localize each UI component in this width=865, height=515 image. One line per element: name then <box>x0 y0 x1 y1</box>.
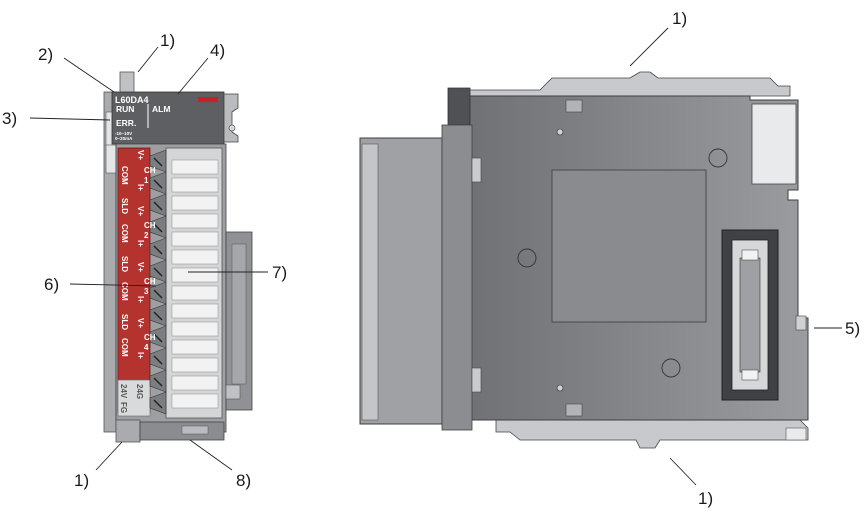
callout-1-top-right: 1) <box>672 9 687 28</box>
ch2-v-label: V+ <box>136 206 145 216</box>
callout-6: 6) <box>44 275 59 294</box>
ch3-number: 3 <box>144 287 149 296</box>
ch3-ch-label: CH <box>144 277 156 286</box>
side-inner-panel <box>551 169 707 323</box>
ch3-v-label: V+ <box>136 262 145 272</box>
ch3-com-label: COM <box>120 282 129 301</box>
side-top-window <box>751 103 797 185</box>
terminal-labels: V+ CH 1 I+ COM SLD V+ CH 2 I+ COM SLD V+… <box>119 150 156 413</box>
led-err-label: ERR. <box>116 118 136 128</box>
callout-1-bottom-right: 1) <box>698 489 713 508</box>
ch1-com-label: COM <box>120 166 129 185</box>
ch2-ch-label: CH <box>144 221 156 230</box>
callout-4: 4) <box>210 41 225 60</box>
front-left-clip <box>105 144 117 174</box>
ch4-i-label: I+ <box>136 352 145 359</box>
front-view: L60DA4 RUN ALM ERR. -10~10V 0~20mA <box>103 71 253 443</box>
callout-8: 8) <box>236 471 251 490</box>
terminal-cover <box>165 147 223 419</box>
range-line1: -10~10V <box>115 131 132 136</box>
side-top-rail <box>467 71 791 97</box>
side-view <box>359 71 809 449</box>
callout-1-bottom-left: 1) <box>74 471 89 490</box>
terminal-24g-label: 24G <box>135 384 144 399</box>
ch4-ch-label: CH <box>144 333 156 342</box>
ch4-number: 4 <box>144 343 149 352</box>
ch2-com-label: COM <box>120 224 129 243</box>
ch1-v-label: V+ <box>136 150 145 160</box>
ch3-i-label: I+ <box>136 296 145 303</box>
callout-2: 2) <box>38 45 53 64</box>
side-bottom-rail <box>495 419 809 449</box>
terminal-fg-label: FG <box>119 402 128 413</box>
alm-led-bar <box>198 97 218 102</box>
ch1-sld-label: SLD <box>120 198 129 214</box>
ch2-i-label: I+ <box>136 240 145 247</box>
ch4-v-label: V+ <box>136 318 145 328</box>
led-alm-label: ALM <box>152 104 170 114</box>
callout-leaders <box>29 27 842 486</box>
ch3-sld-label: SLD <box>120 314 129 330</box>
ch2-sld-label: SLD <box>120 256 129 272</box>
callout-1-top-left: 1) <box>160 31 175 50</box>
ch1-ch-label: CH <box>144 166 156 175</box>
front-top-hook <box>119 71 135 95</box>
terminal-label-strip <box>117 147 151 413</box>
callout-3: 3) <box>2 109 17 128</box>
terminal-24v-label: 24V <box>119 384 128 399</box>
ch2-number: 2 <box>144 231 149 240</box>
ch1-i-label: I+ <box>136 184 145 191</box>
ch4-com-label: COM <box>120 338 129 357</box>
side-latch <box>795 315 807 331</box>
callout-5: 5) <box>845 319 860 338</box>
callout-labels: 1) 2) 3) 4) 6) 7) 1) 8) 1) 5) 1) <box>2 9 860 508</box>
terminal-screws <box>149 149 167 415</box>
callout-7: 7) <box>272 263 287 282</box>
range-line2: 0~20mA <box>115 136 133 141</box>
ch1-number: 1 <box>144 176 149 185</box>
terminal-cover-slots <box>171 159 219 409</box>
model-label: L60DA4 <box>115 95 149 105</box>
led-run-label: RUN <box>116 104 134 114</box>
